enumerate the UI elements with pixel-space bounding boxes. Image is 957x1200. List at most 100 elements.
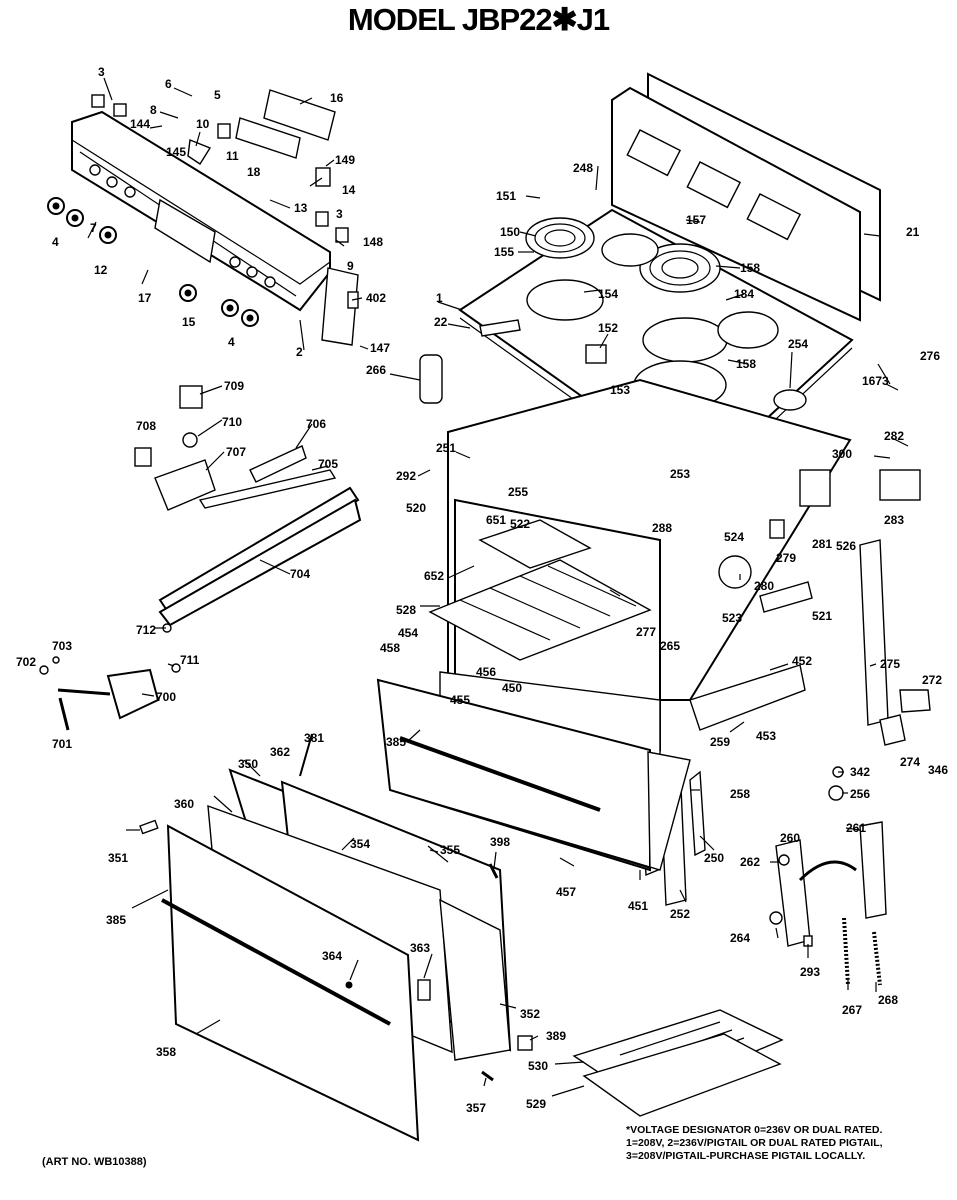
art-number: (ART NO. WB10388) bbox=[42, 1156, 147, 1168]
callout: 358 bbox=[156, 1045, 176, 1059]
callout: 8 bbox=[150, 103, 157, 117]
callout: 288 bbox=[652, 521, 672, 535]
callout: 385 bbox=[386, 735, 406, 749]
callout: 707 bbox=[226, 445, 246, 459]
callout: 15 bbox=[182, 315, 196, 329]
leveler bbox=[879, 714, 906, 746]
callout: 530 bbox=[528, 1059, 548, 1073]
leader-lines bbox=[87, 77, 909, 1097]
end-cap bbox=[321, 267, 359, 346]
rack-support bbox=[158, 486, 360, 614]
callout: 150 bbox=[500, 225, 520, 239]
callout: 268 bbox=[878, 993, 898, 1007]
callout: 458 bbox=[380, 641, 400, 655]
callout: 452 bbox=[792, 654, 812, 668]
callout: 710 bbox=[222, 415, 242, 429]
bracket bbox=[154, 459, 216, 511]
callout: 255 bbox=[508, 485, 528, 499]
model-title: MODEL JBP22✱J1 bbox=[0, 2, 957, 38]
outer-door-panel bbox=[166, 824, 420, 1142]
callout: 275 bbox=[880, 657, 900, 671]
callout: 274 bbox=[900, 755, 920, 769]
door-frame bbox=[439, 898, 511, 1061]
callout: 526 bbox=[836, 539, 856, 553]
callout: 703 bbox=[52, 639, 72, 653]
callout: 3 bbox=[98, 65, 105, 79]
callout: 11 bbox=[226, 149, 239, 163]
callout: 300 bbox=[832, 447, 852, 461]
callout: 520 bbox=[406, 501, 426, 515]
callout: 267 bbox=[842, 1003, 862, 1017]
callout: 16 bbox=[330, 91, 344, 105]
slide bbox=[198, 469, 337, 509]
callout: 522 bbox=[510, 517, 530, 531]
callout: 251 bbox=[436, 441, 456, 455]
callout: 346 bbox=[928, 763, 948, 777]
callout: 283 bbox=[884, 513, 904, 527]
callout: 293 bbox=[800, 965, 820, 979]
callout: 147 bbox=[370, 341, 390, 355]
callout: 6 bbox=[165, 77, 172, 91]
callout: 14 bbox=[342, 183, 356, 197]
callout: 385 bbox=[106, 913, 126, 927]
callout: 354 bbox=[350, 837, 370, 851]
callout: 252 bbox=[670, 907, 690, 921]
callout: 457 bbox=[556, 885, 576, 899]
infinite-switch bbox=[315, 167, 331, 187]
callout: 248 bbox=[573, 161, 593, 175]
callout: 184 bbox=[734, 287, 754, 301]
callout: 18 bbox=[247, 165, 261, 179]
slide-arm bbox=[249, 445, 307, 483]
oven-door-assembly bbox=[139, 733, 533, 1142]
callout: 352 bbox=[520, 1007, 540, 1021]
callout: 145 bbox=[166, 145, 186, 159]
callout: 277 bbox=[636, 625, 656, 639]
control-board bbox=[879, 469, 921, 501]
callout: 276 bbox=[920, 349, 940, 363]
callout: 704 bbox=[290, 567, 310, 581]
callout: 451 bbox=[628, 899, 648, 913]
callout: 17 bbox=[138, 291, 152, 305]
callout: 292 bbox=[396, 469, 416, 483]
callout: 272 bbox=[922, 673, 942, 687]
callout: 264 bbox=[730, 931, 750, 945]
clip bbox=[187, 139, 212, 165]
switch bbox=[113, 103, 127, 117]
callout: 265 bbox=[660, 639, 680, 653]
surface-knob bbox=[47, 197, 65, 215]
callout: 450 bbox=[502, 681, 522, 695]
callout: 708 bbox=[136, 419, 156, 433]
switch bbox=[217, 123, 231, 139]
callout: 22 bbox=[434, 315, 448, 329]
drawer-front bbox=[376, 678, 651, 872]
callout: 21 bbox=[906, 225, 920, 239]
callout: 260 bbox=[780, 831, 800, 845]
callout: 402 bbox=[366, 291, 386, 305]
callout: 158 bbox=[740, 261, 760, 275]
callout: 351 bbox=[108, 851, 128, 865]
oven-rack bbox=[428, 559, 652, 661]
light-socket bbox=[718, 555, 752, 589]
drawer-support bbox=[689, 664, 806, 731]
callout: 157 bbox=[686, 213, 706, 227]
hinge-plate bbox=[417, 979, 431, 1001]
callout: 151 bbox=[496, 189, 516, 203]
callout: 266 bbox=[366, 363, 386, 377]
side-panel bbox=[859, 539, 889, 726]
callout: 364 bbox=[322, 949, 342, 963]
callout: 7 bbox=[90, 221, 97, 235]
callout: 149 bbox=[335, 153, 355, 167]
callout: 523 bbox=[722, 611, 742, 625]
callout: 144 bbox=[130, 117, 150, 131]
callout: 700 bbox=[156, 690, 176, 704]
indicator-light-bracket bbox=[263, 89, 336, 141]
door-hinge-assembly bbox=[769, 821, 887, 986]
callout: 279 bbox=[776, 551, 796, 565]
callout: 253 bbox=[670, 467, 690, 481]
callout: 281 bbox=[812, 537, 832, 551]
storage-drawer bbox=[376, 678, 691, 872]
callout: 389 bbox=[546, 1029, 566, 1043]
callout: 454 bbox=[398, 626, 418, 640]
strip bbox=[689, 770, 706, 857]
switch bbox=[91, 94, 105, 108]
